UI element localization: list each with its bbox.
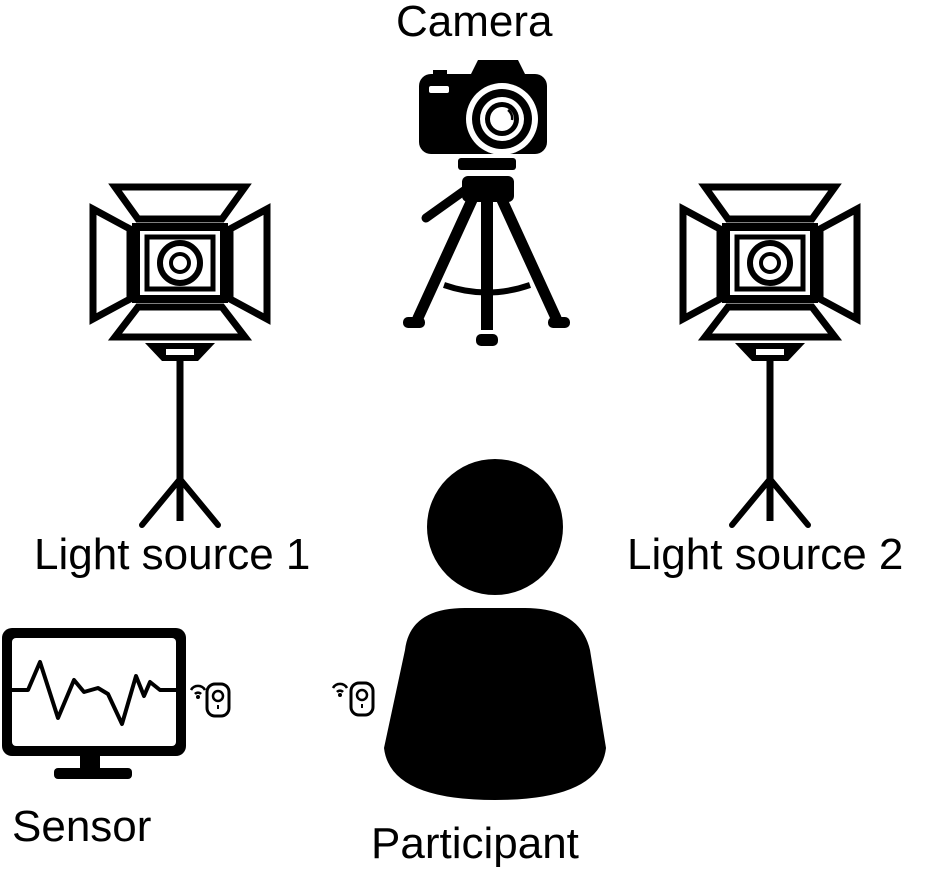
participant-icon (384, 459, 606, 800)
tripod-icon (403, 158, 570, 346)
sensor-monitor-icon (2, 628, 186, 779)
camera-icon (419, 60, 547, 155)
participant-wireless-sensor-icon (331, 681, 375, 717)
light-source-1-icon (93, 187, 267, 525)
light-source-2-icon (683, 187, 857, 525)
wireless-sensor-icon (189, 682, 231, 718)
light-source-2-label: Light source 2 (627, 530, 904, 579)
camera-label: Camera (396, 0, 553, 46)
sensor-label: Sensor (12, 802, 152, 851)
participant-label: Participant (371, 819, 579, 868)
light-source-1-label: Light source 1 (34, 530, 311, 579)
